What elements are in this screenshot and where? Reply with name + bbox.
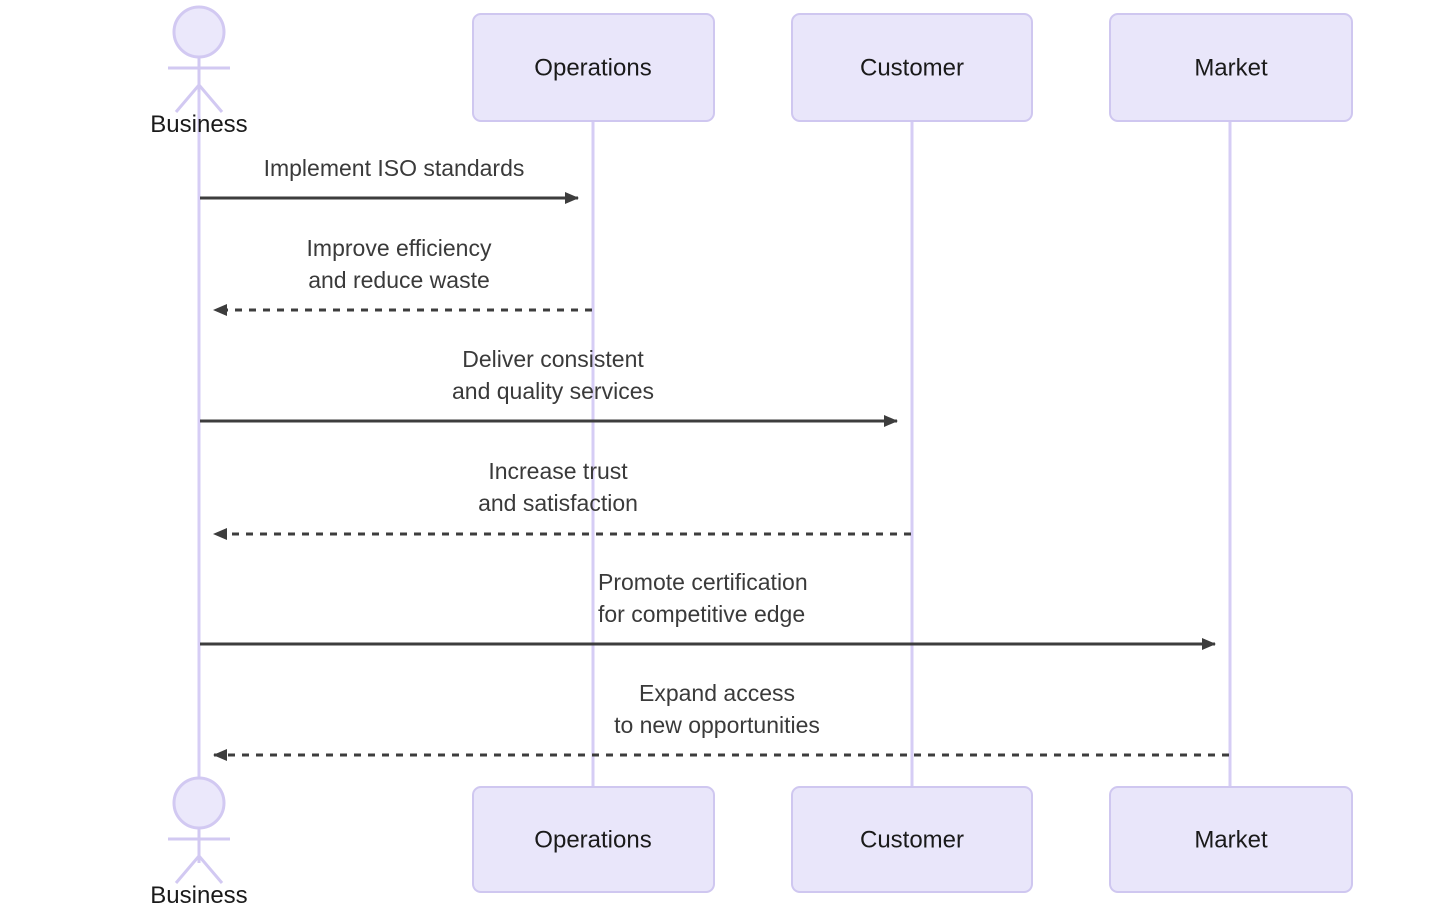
message-4-label-line-1: Increase trust xyxy=(488,458,628,484)
participant-box-customer-bottom[interactable] xyxy=(791,786,1033,893)
participant-label-business-top: Business xyxy=(150,111,247,138)
message-3-label-line-1: Deliver consistent xyxy=(462,346,644,372)
participant-footer-market[interactable]: Market xyxy=(1109,786,1353,893)
participant-label-market-top: Market xyxy=(1194,54,1268,81)
message-5-label-line-1: Promote certification xyxy=(598,569,808,595)
message-5[interactable]: Promote certification for competitive ed… xyxy=(200,569,1216,650)
participant-box-market-bottom[interactable] xyxy=(1109,786,1353,893)
message-1-label-line-1: Implement ISO standards xyxy=(264,155,525,181)
message-2-label-line-1: Improve efficiency xyxy=(307,235,492,261)
participant-label-customer-top: Customer xyxy=(860,54,964,81)
participant-header-business[interactable]: Business xyxy=(150,5,248,138)
message-2[interactable]: Improve efficiency and reduce waste xyxy=(213,235,592,316)
message-6-label-line-2: to new opportunities xyxy=(614,712,820,738)
participant-label-operations-top: Operations xyxy=(534,54,651,81)
message-4[interactable]: Increase trust and satisfaction xyxy=(213,458,911,540)
message-6-label-line-1: Expand access xyxy=(639,680,795,706)
participant-header-operations[interactable]: Operations xyxy=(472,13,715,122)
participant-label-operations-bottom: Operations xyxy=(534,826,651,853)
message-1[interactable]: Implement ISO standards xyxy=(200,155,579,204)
participant-label-customer-bottom: Customer xyxy=(860,826,964,853)
message-5-label-line-2: for competitive edge xyxy=(598,601,805,627)
actor-stick-figure-icon-bottom xyxy=(168,776,230,884)
actor-stick-figure-icon xyxy=(168,5,230,113)
participant-header-market[interactable]: Market xyxy=(1109,13,1353,122)
participant-footer-customer[interactable]: Customer xyxy=(791,786,1033,893)
lifelines-layer xyxy=(197,60,1232,788)
message-3-label-line-2: and quality services xyxy=(452,378,654,404)
participant-box-operations-top[interactable] xyxy=(472,13,715,122)
participant-box-market-top[interactable] xyxy=(1109,13,1353,122)
participant-header-customer[interactable]: Customer xyxy=(791,13,1033,122)
participant-footer-operations[interactable]: Operations xyxy=(472,786,715,893)
message-6[interactable]: Expand access to new opportunities xyxy=(213,680,1229,761)
participant-label-business-bottom: Business xyxy=(150,882,247,909)
message-4-label-line-2: and satisfaction xyxy=(478,490,638,516)
message-2-label-line-2: and reduce waste xyxy=(308,267,490,293)
participant-box-operations-bottom[interactable] xyxy=(472,786,715,893)
participant-footer-business[interactable]: Business xyxy=(150,776,248,909)
message-3[interactable]: Deliver consistent and quality services xyxy=(200,346,898,427)
participant-box-customer-top[interactable] xyxy=(791,13,1033,122)
participant-label-market-bottom: Market xyxy=(1194,826,1268,853)
